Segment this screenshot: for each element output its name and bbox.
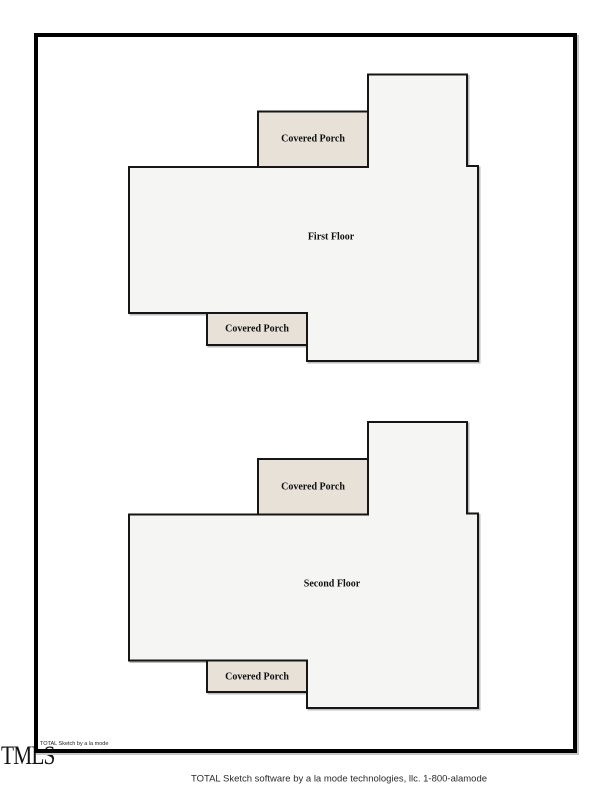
first-floor-covered-porch-bottom [206, 312, 308, 346]
second-floor-covered-porch-top-label: Covered Porch [281, 481, 345, 493]
tmls-watermark: TMLS [1, 741, 55, 770]
footer-text: TOTAL Sketch software by a la mode techn… [190, 773, 488, 785]
sketch-credit-text: TOTAL Sketch by a la mode [40, 741, 109, 747]
second-floor-covered-porch-bottom-label: Covered Porch [225, 671, 289, 683]
first-floor-covered-porch-top-label: Covered Porch [281, 133, 345, 145]
second-floor-label: Second Floor [303, 578, 361, 590]
first-floor-covered-porch-top [257, 110, 369, 168]
first-floor-label: First Floor [307, 231, 355, 243]
second-floor-covered-porch-top [257, 458, 369, 516]
first-floor-covered-porch-bottom-label: Covered Porch [225, 323, 289, 335]
second-floor-covered-porch-bottom [206, 659, 308, 693]
